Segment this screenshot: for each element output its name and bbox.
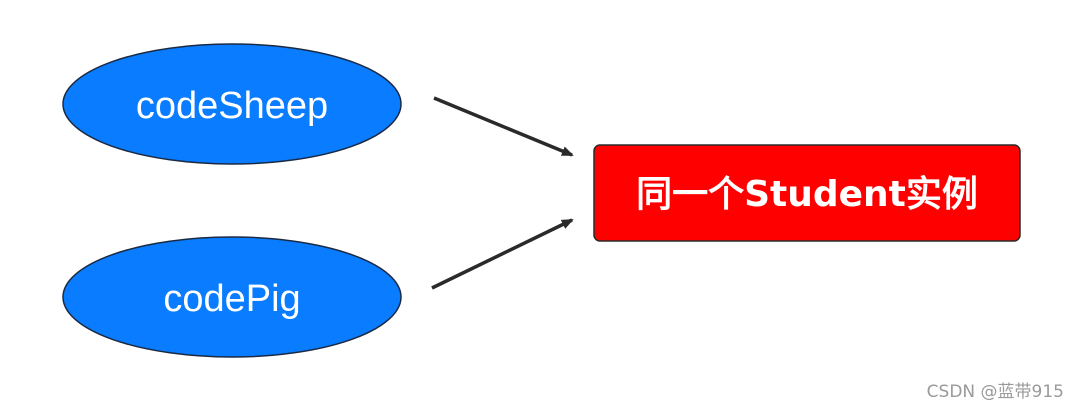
node-instance-label: 同一个Student实例 <box>636 174 978 215</box>
node-codepig-shape <box>62 236 402 358</box>
node-instance-shape <box>593 144 1021 242</box>
node-codesheep-shape <box>62 43 402 165</box>
arrow-codepig-to-instance <box>431 218 574 290</box>
arrow-codesheep-to-instance <box>433 96 574 157</box>
node-instance: 同一个Student实例 <box>593 144 1021 242</box>
node-codepig-label: codePig <box>163 278 300 320</box>
node-codepig: codePig <box>62 236 402 358</box>
node-codesheep: codeSheep <box>62 43 402 165</box>
watermark-text: CSDN @蓝带915 <box>926 382 1064 402</box>
node-codesheep-label: codeSheep <box>136 85 328 127</box>
